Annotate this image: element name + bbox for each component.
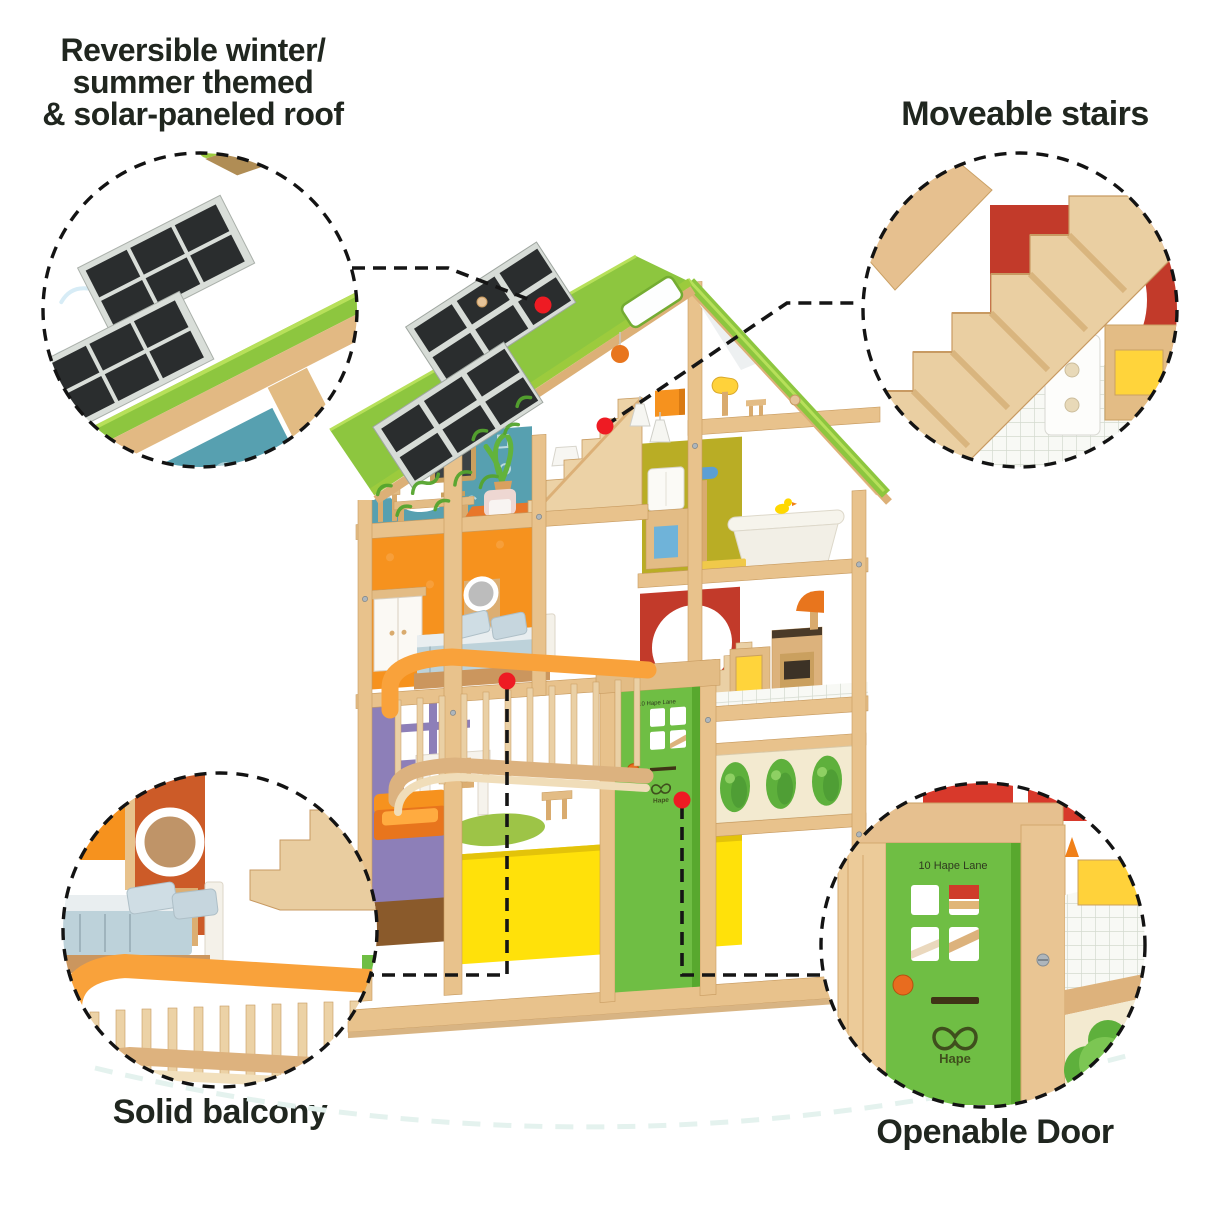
solar-panel [372, 241, 577, 489]
window-mullion-v [429, 695, 437, 759]
mail-slot-closeup [931, 997, 979, 1004]
stove-hood-lamp [796, 590, 824, 613]
roof-connector [352, 266, 544, 307]
mail-slot [650, 766, 676, 772]
summer-roof [329, 241, 696, 518]
door-connector [680, 806, 823, 977]
hape-logo-text: Hape [145, 535, 174, 558]
apex-post [687, 281, 703, 723]
hanging-decor [611, 332, 671, 443]
balcony-connector [371, 688, 509, 977]
door-sign-closeup: 10 Hape Lane [918, 860, 987, 872]
wood-ledge [1065, 973, 1145, 1015]
roof-label-line1: Reversible winter/ [60, 32, 326, 68]
orange-ball-ornament [611, 345, 629, 363]
door-callout-label: Openable Door [876, 1113, 1114, 1151]
balcony-lower-rim [388, 757, 654, 808]
attic-floor [355, 503, 649, 540]
roof-callout-label: Reversible winter/ summer themed & solar… [10, 34, 376, 130]
feature-markers [498, 296, 691, 809]
painted-trees [720, 755, 842, 813]
roof-label-line2: summer themed [72, 64, 314, 100]
pendant-lamp [629, 403, 651, 427]
plant-leaves [254, 505, 331, 587]
hape-logo [135, 512, 161, 533]
orange-cabinet [655, 388, 685, 417]
purple-bit [63, 1030, 100, 1087]
door-sign: 10 Hape Lane [638, 699, 676, 708]
door-frame-right [1020, 824, 1066, 1107]
balcony-callout-label: Solid balcony [112, 1093, 328, 1131]
hape-logo-text: Hape [939, 1051, 971, 1066]
door-windows [650, 706, 686, 750]
stairs-connector [603, 301, 860, 428]
oven-window [784, 659, 810, 680]
attic-right-beam [687, 406, 881, 436]
roof-leaf-pattern [375, 395, 533, 518]
front-corner-post [443, 439, 463, 996]
stairs-detail-circle [863, 153, 1177, 467]
round-mirror [463, 576, 499, 612]
round-mirror-closeup [135, 807, 205, 877]
solid-balcony [381, 648, 657, 816]
stool [541, 790, 573, 801]
roof-detail-circle: Hape [43, 103, 357, 587]
orange-wall-bit [63, 773, 135, 860]
balcony-orange-rim [381, 648, 657, 719]
yellow-box [1077, 859, 1139, 906]
teal-wall-closeup [43, 407, 355, 467]
hape-logo [650, 783, 672, 795]
stairs-marker-dot [596, 417, 614, 435]
hape-logo-closeup: Hape [932, 1026, 978, 1066]
pillow [490, 611, 528, 640]
door-marker-dot [673, 791, 691, 809]
roof-peg [789, 394, 801, 406]
roof-peg [476, 296, 488, 308]
chalkboard [92, 473, 211, 583]
rubber-duck [775, 498, 797, 514]
stairs-stringer [526, 396, 644, 521]
attic-right-furniture [655, 376, 766, 419]
sink-cabinet-door [654, 525, 678, 559]
balcony-detail-circle [63, 773, 377, 1087]
yellow-cabinet-door [1114, 349, 1164, 396]
door-windows-closeup [911, 885, 979, 961]
roof-circle-border [41, 151, 359, 469]
base-shadow [348, 995, 872, 1039]
shower-pole [702, 480, 707, 566]
stairs-circle-border [861, 151, 1179, 469]
carrot-cone [1065, 837, 1079, 857]
callout-connectors [352, 266, 860, 977]
roof-marker-dot [534, 296, 552, 314]
garden-fence [699, 732, 867, 838]
balcony-circle-border [61, 771, 379, 1089]
callout-circle-borders [41, 151, 1179, 1109]
front-door-assembly: 10 Hape Lane Hape [595, 658, 721, 1003]
hape-logo-text: Hape [653, 797, 669, 805]
round-rug [449, 813, 545, 847]
pendant-lamp [649, 419, 671, 443]
roof-label-line3: & solar-paneled roof [42, 96, 344, 132]
stair-bay-post [531, 433, 547, 697]
balcony-marker-dot [498, 672, 516, 690]
stairs-callout-label: Moveable stairs [901, 95, 1149, 133]
door-circle-border [819, 781, 1147, 1109]
roof-skylight [620, 275, 684, 329]
roof-edge-band [43, 245, 357, 467]
potted-plant [483, 432, 514, 484]
door-knob-closeup [892, 974, 914, 996]
solar-panel-closeup [43, 194, 256, 433]
wood-peg [309, 103, 331, 125]
balcony-balusters [394, 677, 641, 789]
pillow [171, 888, 219, 920]
dollhouse: 10 Hape Lane Hape [310, 140, 892, 1039]
gable-rafters [685, 277, 892, 505]
